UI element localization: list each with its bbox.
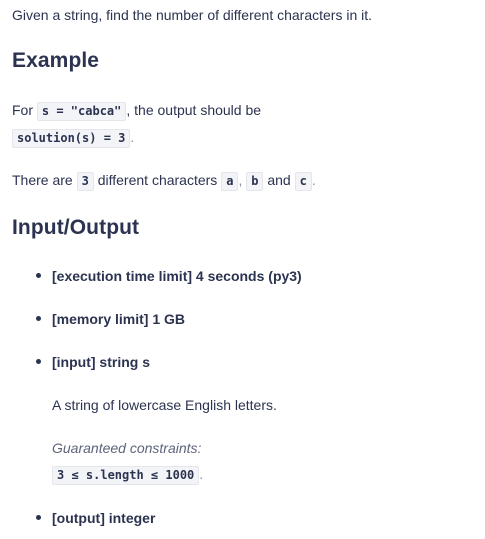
bullet-icon [36,273,41,278]
example-comma: , [238,172,243,188]
example-input-code: s = "cabca" [36,102,127,121]
bullet-icon [36,316,41,321]
example-different-text: different characters [97,172,218,188]
constraints-label: Guaranteed constraints: [52,440,202,456]
example-end-period: . [311,172,316,188]
example-char-b-code: b [246,172,264,191]
example-line-3: There are 3 different characters a, b an… [12,171,316,191]
example-heading: Example [12,49,100,72]
constraint-period: . [199,466,204,482]
input-output-heading: Input/Output [12,216,140,239]
input-description: A string of lowercase English letters. [52,397,277,413]
output-item: [output] integer [52,510,156,526]
bullet-icon [36,515,41,520]
example-there-are-text: There are [12,172,73,188]
example-line-2: solution(s) = 3. [12,128,134,148]
input-item: [input] string s [52,354,150,370]
example-and-text: and [267,172,291,188]
example-for-text: For [12,102,33,118]
memory-limit-item: [memory limit] 1 GB [52,311,186,327]
problem-description: Given a string, find the number of diffe… [12,7,373,23]
example-char-c-code: c [294,172,312,191]
constraint-code: 3 ≤ s.length ≤ 1000 [52,466,200,485]
constraint-line: 3 ≤ s.length ≤ 1000. [52,465,203,485]
example-output-text: , the output should be [126,102,262,118]
example-period: . [130,129,135,145]
execution-time-limit-item: [execution time limit] 4 seconds (py3) [52,268,302,284]
example-char-a-code: a [221,172,239,191]
bullet-icon [36,359,41,364]
example-solution-code: solution(s) = 3 [12,129,131,148]
example-count-code: 3 [76,172,94,191]
example-line-1: For s = "cabca", the output should be [12,101,261,121]
